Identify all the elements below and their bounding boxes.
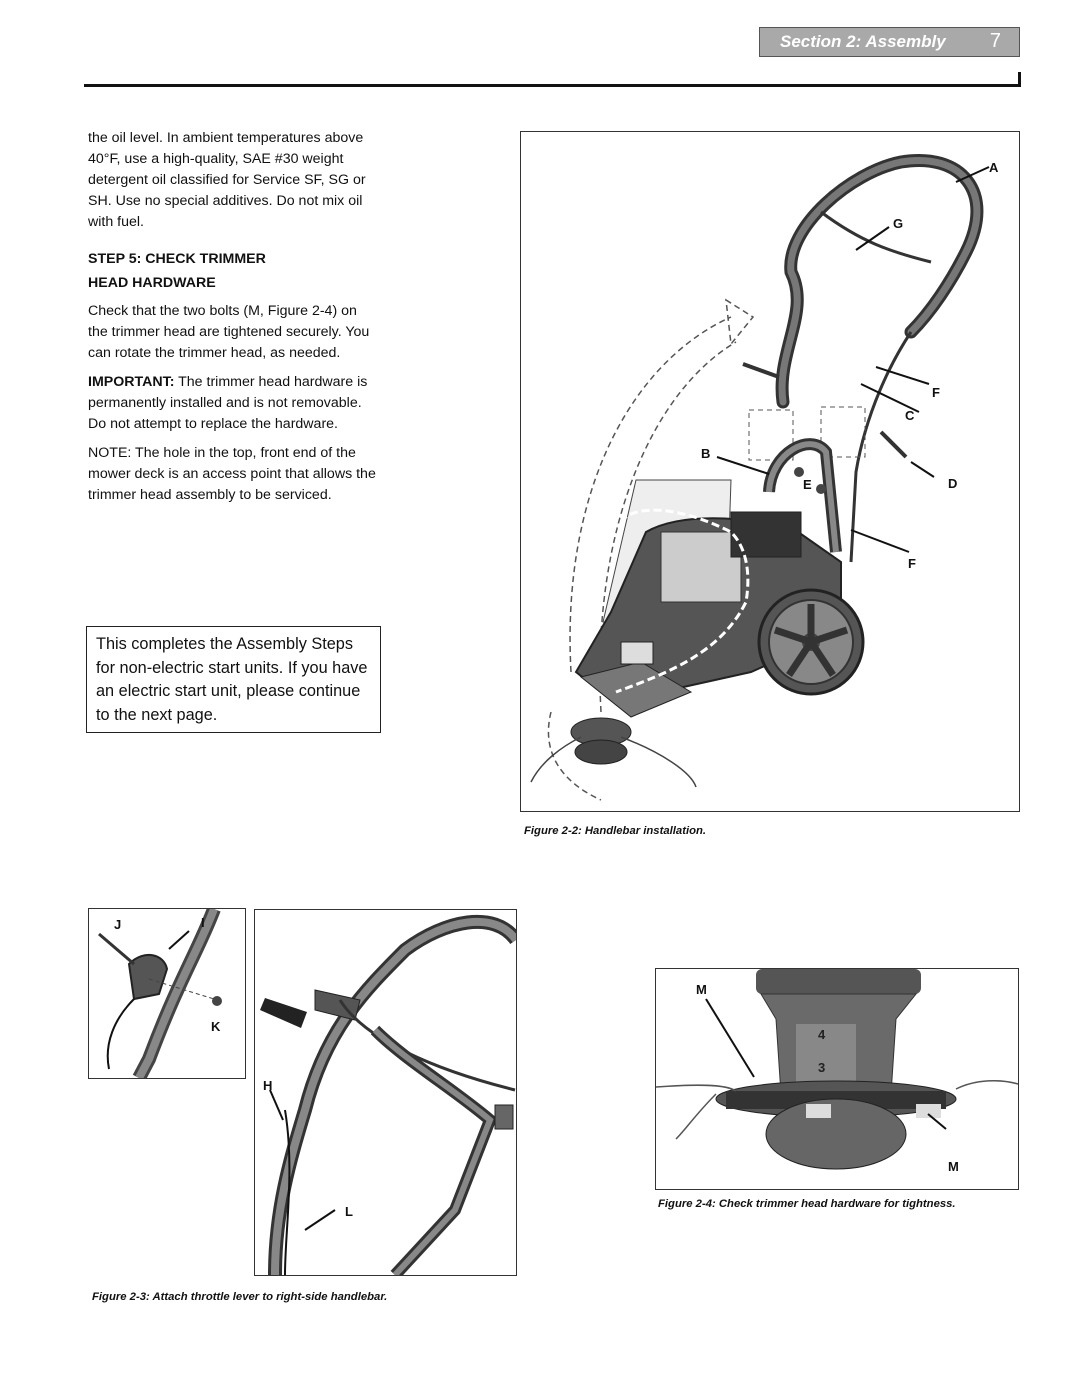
figure-throttle-inset: J I K	[88, 908, 246, 1079]
important-text: The trimmer head hardware is permanently…	[88, 374, 368, 432]
figure-handlebar-installation: A G F C B E D F	[520, 131, 1020, 812]
label-h: H	[263, 1078, 272, 1093]
figure-trimmer-head-hardware: 4 3 M M	[655, 968, 1019, 1190]
important-label: IMPORTANT:	[88, 374, 175, 390]
label-g: G	[893, 216, 903, 231]
label-m-upper: M	[696, 982, 707, 997]
body-text-column: the oil level. In ambient temperatures a…	[88, 128, 380, 514]
label-i: I	[201, 915, 205, 930]
label-3: 3	[818, 1060, 825, 1075]
throttle-inset-illustration: J I K	[98, 909, 222, 1078]
label-k: K	[211, 1019, 221, 1034]
handlebar-illustration: A G F C B E D F	[530, 154, 999, 801]
figure-2-4-caption: Figure 2-4: Check trimmer head hardware …	[658, 1198, 956, 1210]
figure-2-2-caption: Figure 2-2: Handlebar installation.	[524, 825, 707, 837]
step-heading-line2: HEAD HARDWARE	[88, 275, 216, 291]
header-rule-tick	[1018, 72, 1021, 86]
step-heading-line1: STEP 5: CHECK TRIMMER	[88, 251, 266, 267]
trimmer-head-illustration: 4 3 M M	[656, 969, 1018, 1174]
label-j: J	[114, 917, 121, 932]
throttle-main-illustration: H L	[260, 914, 516, 1275]
label-d: D	[948, 476, 957, 491]
header-rule	[84, 84, 1021, 87]
label-4: 4	[818, 1027, 826, 1042]
note-paragraph: NOTE: The hole in the top, front end of …	[88, 445, 376, 503]
label-m-lower: M	[948, 1159, 959, 1174]
label-a: A	[989, 160, 999, 175]
section-title: Section 2: Assembly	[780, 32, 946, 51]
important-paragraph: IMPORTANT: The trimmer head hardware is …	[88, 372, 380, 435]
figure-throttle-main: H L	[254, 909, 517, 1276]
label-f-lower: F	[908, 556, 916, 571]
completion-callout: This completes the Assembly Steps for no…	[86, 626, 381, 733]
label-l: L	[345, 1204, 353, 1219]
check-bolts-paragraph: Check that the two bolts (M, Figure 2-4)…	[88, 303, 370, 361]
label-f-upper: F	[932, 385, 940, 400]
section-header: Section 2: Assembly 7	[759, 27, 1020, 57]
page-number: 7	[989, 30, 1001, 52]
figure-2-3-caption: Figure 2-3: Attach throttle lever to rig…	[92, 1291, 388, 1303]
label-b: B	[701, 446, 710, 461]
step-heading: STEP 5: CHECK TRIMMER HEAD HARDWARE	[88, 247, 380, 295]
label-c: C	[905, 408, 915, 423]
label-e: E	[803, 477, 812, 492]
oil-paragraph: the oil level. In ambient temperatures a…	[88, 130, 366, 230]
